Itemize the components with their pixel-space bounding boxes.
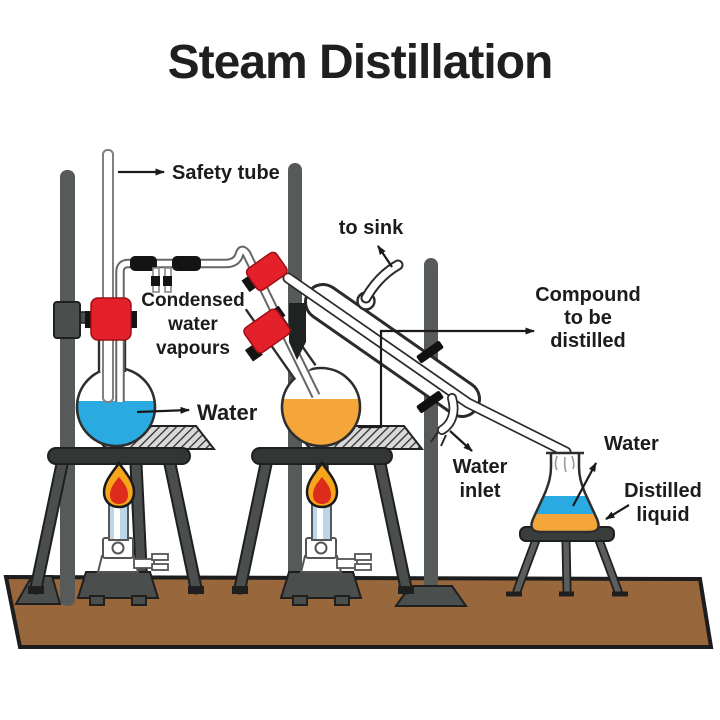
page-title: Steam Distillation [168,36,553,89]
label-distilled-line1: Distilled [624,480,702,502]
label-compound-line1: Compound [535,284,641,306]
condenser [282,259,572,458]
label-water-inlet-line2: inlet [459,480,500,502]
flame-icon [102,460,136,509]
label-water-source: Water [197,400,258,425]
label-condensed-line3: vapours [156,338,230,359]
pole-clamp-mark-lower [416,391,444,413]
steam-delivery-tube [115,245,321,402]
bunsen-burner-middle [279,460,372,606]
callouts [118,168,630,520]
label-safety-tube: Safety tube [172,162,280,184]
label-compound-line2: to be [564,307,612,329]
pole-clamp-mark-upper [416,341,444,363]
air-hole [111,541,125,555]
distilled-liquid-layer [531,514,599,532]
boss-clamp [53,301,81,339]
gas-inlet [133,558,155,569]
clamp-lower [243,305,291,362]
receiver-flask [530,451,600,534]
label-distilled-line2: liquid [636,504,689,526]
tube-connectors [130,256,201,293]
condensate-drips [554,455,575,473]
air-hole [314,541,328,555]
label-water-inlet-line1: Water [453,456,508,478]
label-to-sink: to sink [339,217,404,239]
safety-tube [102,149,114,403]
clamp-left [85,297,137,341]
pole-bracket [289,303,306,360]
label-water-distillate: Water [604,433,659,455]
gas-inlet [336,558,358,569]
label-compound-line3: distilled [550,330,626,352]
distillate-water-layer [531,496,599,514]
clamp-upper [241,251,288,293]
ground [3,574,714,649]
label-condensed-line1: Condensed [141,290,244,311]
flame-icon [305,460,339,509]
label-condensed-line2: water [167,314,218,335]
bunsen-burner-left [76,460,169,606]
